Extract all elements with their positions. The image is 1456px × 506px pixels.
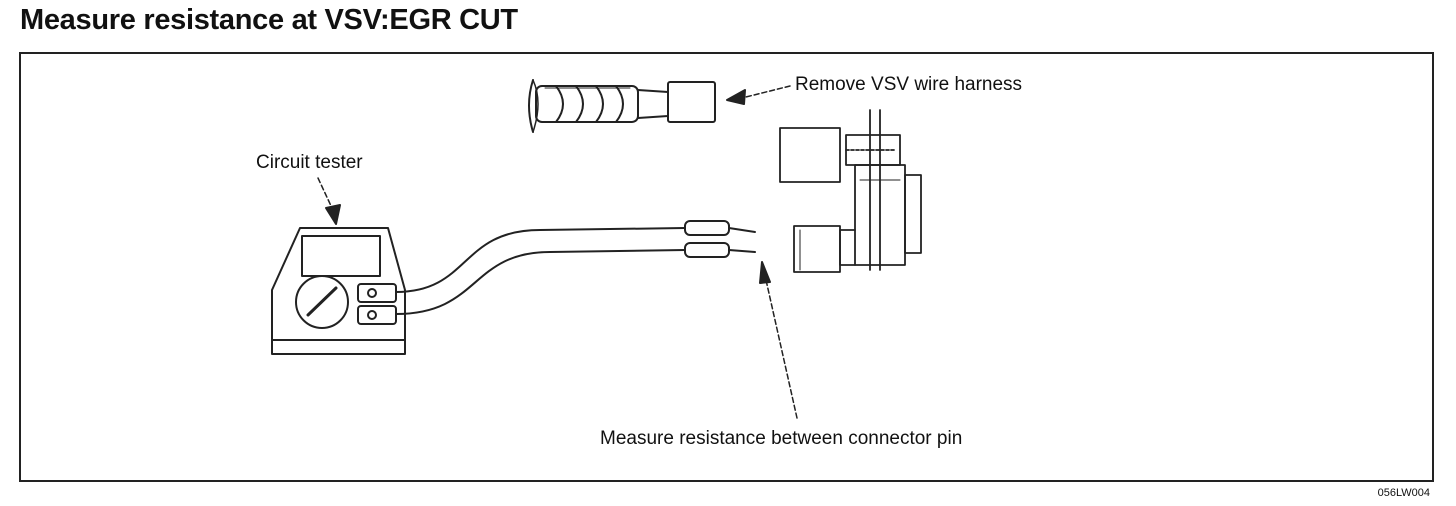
arrow-measure-pins [759,261,798,419]
circuit-tester [271,227,406,355]
wire-harness [528,79,716,133]
label-circuit-tester: Circuit tester [256,152,363,173]
diagram-frame [19,52,1434,482]
label-measure-between: Measure resistance between connector pin [600,428,963,449]
figure-code: 056LW004 [1377,487,1430,499]
vsv-valve [779,109,922,273]
label-remove-harness: Remove VSV wire harness [795,74,1023,95]
arrow-circuit-tester [317,177,341,225]
test-leads [395,220,756,315]
arrow-remove-harness [726,85,791,105]
diagram-title: Measure resistance at VSV:EGR CUT [20,4,518,36]
